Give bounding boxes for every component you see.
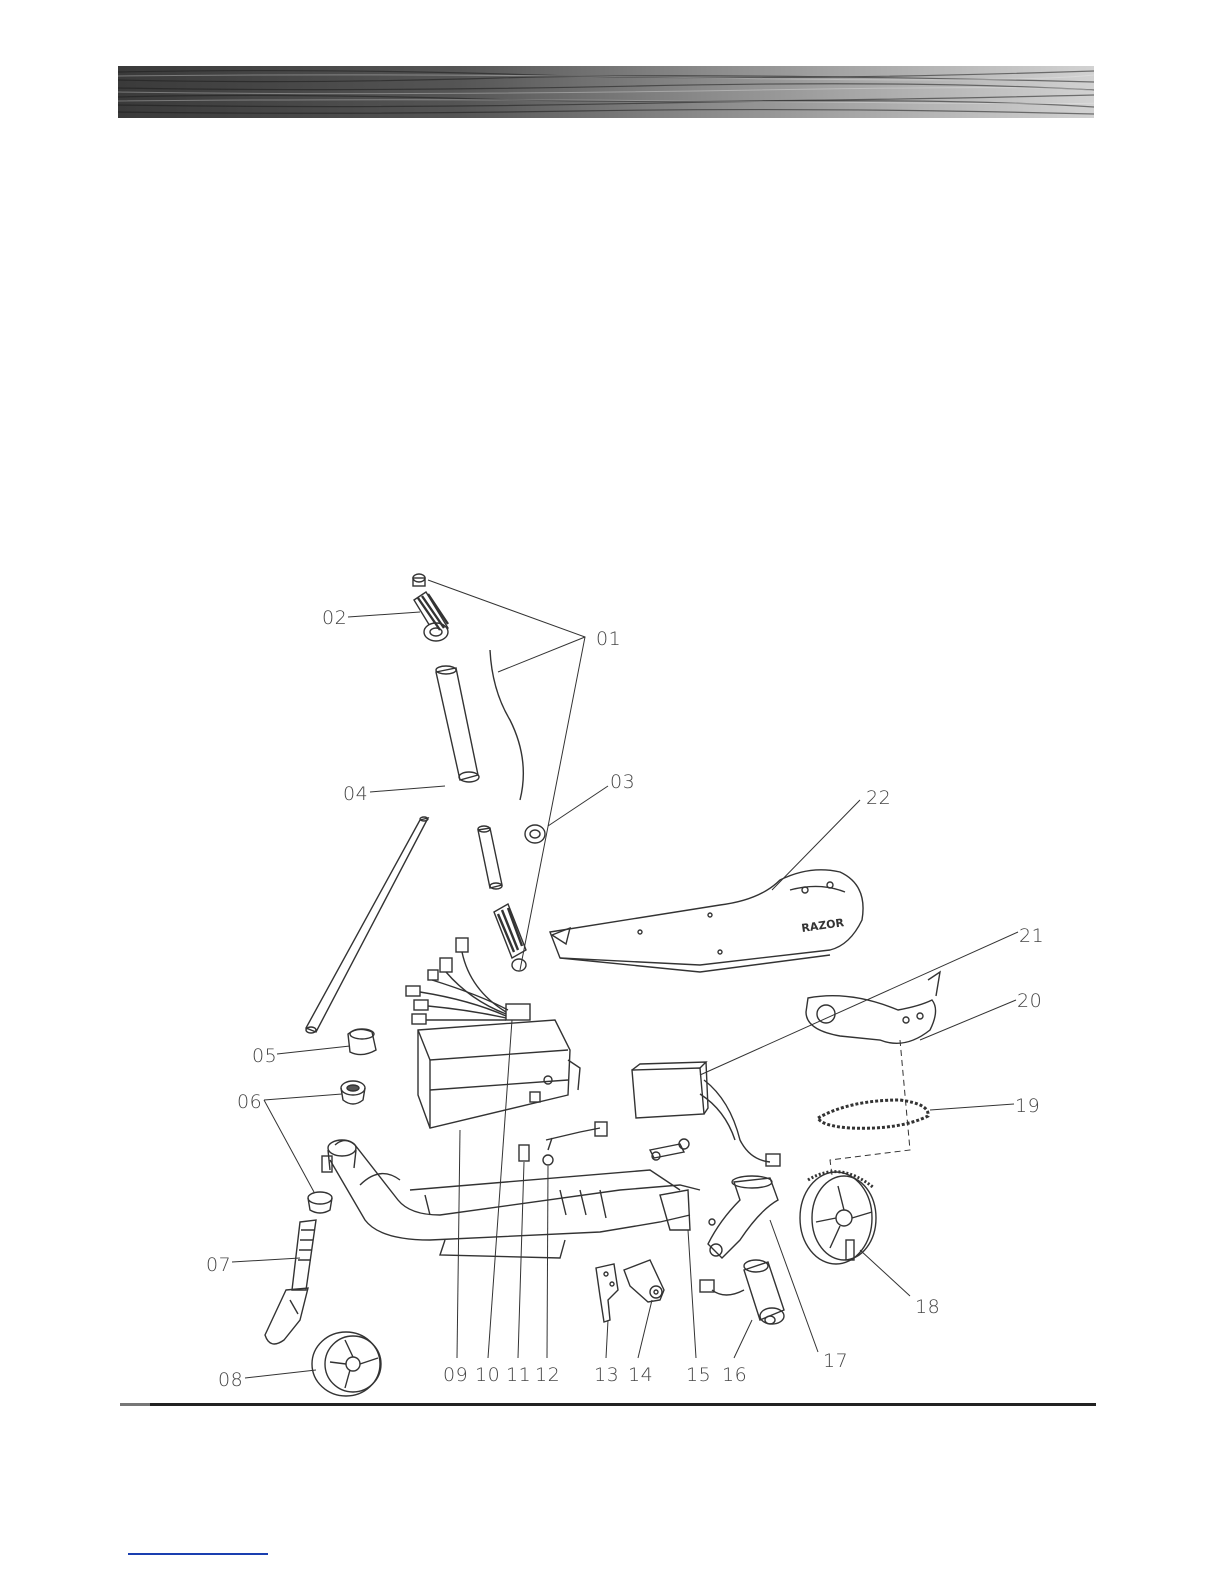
callout-03: 03 (610, 771, 635, 793)
fuse (519, 1145, 529, 1161)
throttle-end-cap (413, 574, 425, 586)
front-wheel (312, 1332, 381, 1396)
steering-tube (306, 817, 428, 1033)
front-fork (265, 1220, 316, 1344)
headset-bearing-lower (308, 1192, 332, 1213)
callout-12: 12 (535, 1364, 560, 1386)
callout-07: 07 (206, 1254, 231, 1276)
handlebar-tube-lower (478, 826, 502, 889)
callout-01: 01 (596, 628, 621, 650)
callout-02: 02 (322, 607, 347, 629)
scooter-frame (322, 1140, 700, 1258)
callout-17: 17 (823, 1350, 848, 1372)
battery-pack (632, 1062, 780, 1166)
callout-05: 05 (252, 1045, 277, 1067)
rear-wheel (800, 1172, 876, 1264)
callout-21: 21 (1019, 925, 1044, 947)
motor (700, 1260, 784, 1324)
callout-08: 08 (218, 1369, 243, 1391)
callout-06: 06 (237, 1091, 262, 1113)
headset-bearing-upper (341, 1081, 365, 1104)
callout-22: 22 (866, 787, 891, 809)
chain-guard (806, 972, 940, 1043)
brake-lever (596, 1264, 618, 1322)
callout-10: 10 (475, 1364, 500, 1386)
callout-20: 20 (1017, 990, 1042, 1012)
charger-port (543, 1122, 607, 1165)
hand-grip-upper (414, 592, 448, 641)
callout-13: 13 (594, 1364, 619, 1386)
callout-16: 16 (722, 1364, 747, 1386)
callout-18: 18 (915, 1296, 940, 1318)
rear-swing-arm (708, 1176, 778, 1258)
throttle-cable (490, 650, 523, 800)
throttle-grip (494, 904, 526, 971)
drive-chain (818, 1100, 928, 1128)
handlebar-tube (436, 666, 479, 782)
frame-clamp (348, 1029, 376, 1055)
callout-04: 04 (343, 783, 368, 805)
brake-caliper (624, 1260, 664, 1302)
battery-tray (418, 1020, 580, 1128)
callout-09: 09 (443, 1364, 468, 1386)
callout-15: 15 (686, 1364, 711, 1386)
wiring-harness (406, 938, 530, 1024)
callout-19: 19 (1015, 1095, 1040, 1117)
kickstand-bracket (650, 1139, 689, 1160)
spacer-ring (525, 825, 545, 843)
footer-divider (120, 1403, 1096, 1406)
footer-link-underline (128, 1553, 268, 1555)
callout-14: 14 (628, 1364, 653, 1386)
callout-11: 11 (506, 1364, 531, 1386)
